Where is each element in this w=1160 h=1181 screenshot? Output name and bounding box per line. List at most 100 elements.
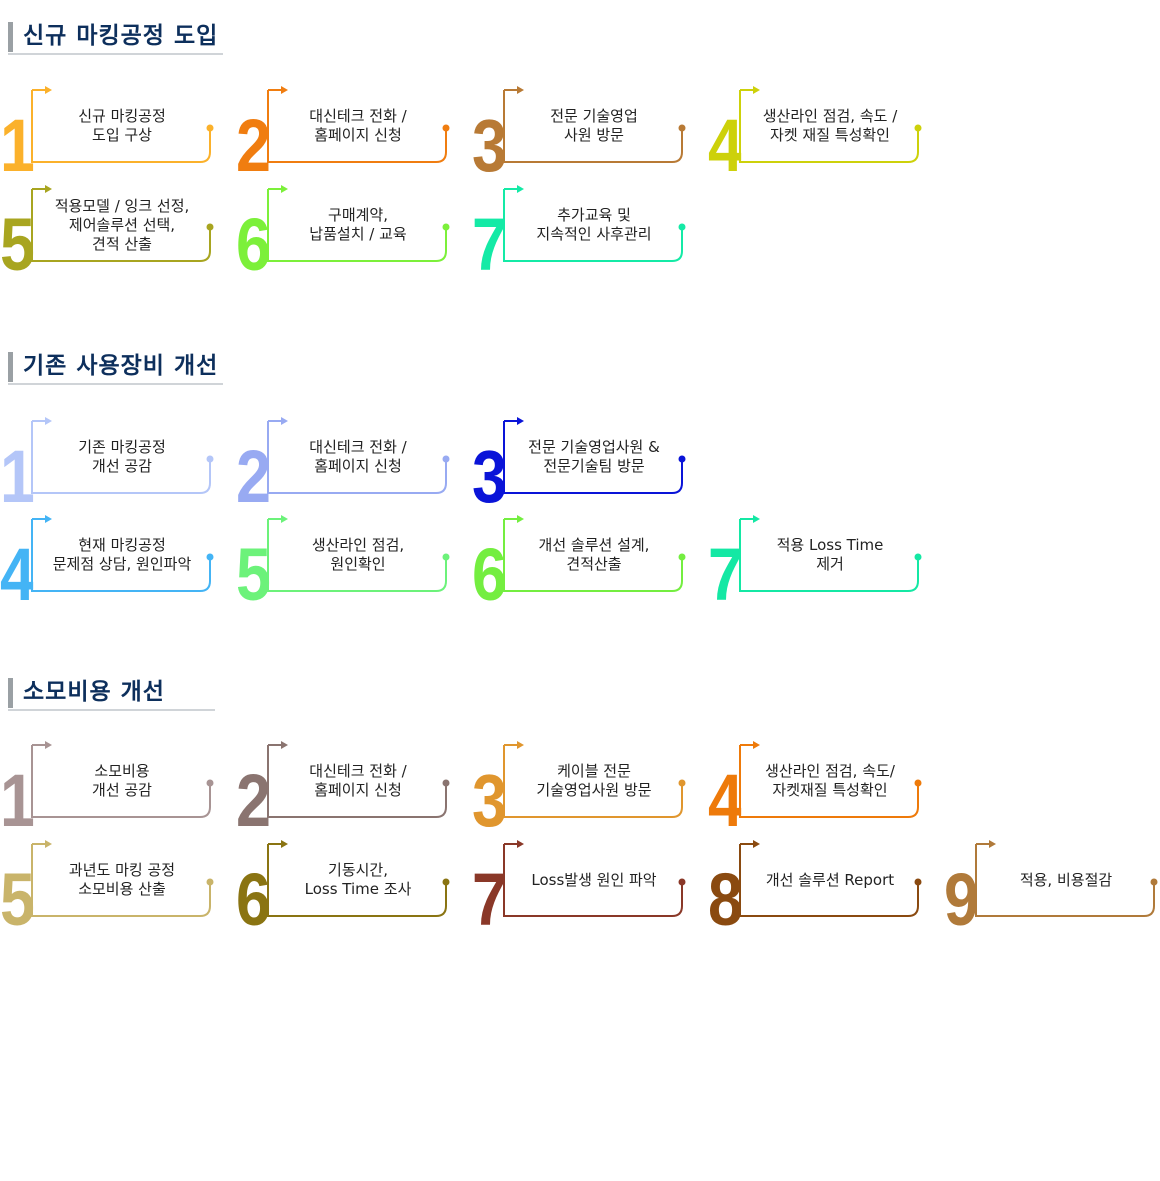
process-step: 2 대신테크 전화 /홈페이지 신청 bbox=[236, 86, 472, 174]
section-title-consumable-cost: 소모비용 개선 bbox=[7, 678, 215, 711]
step-label: 전문 기술영업사원 &전문기술팀 방문 bbox=[510, 433, 678, 481]
step-label-line: 전문기술팀 방문 bbox=[543, 457, 645, 475]
step-label-line: 과년도 마킹 공정 bbox=[68, 861, 176, 879]
step-label-line: 신규 마킹공정 bbox=[78, 107, 166, 125]
step-label: 적용, 비용절감 bbox=[982, 856, 1150, 904]
step-label-line: 대신테크 전화 / bbox=[309, 762, 407, 780]
step-label-line: 적용, 비용절감 bbox=[1019, 870, 1113, 889]
step-connector-icon bbox=[503, 515, 686, 592]
process-step: 6 구매계약,납품설치 / 교육 bbox=[236, 185, 472, 273]
step-label: 개선 솔루션 Report bbox=[746, 856, 914, 904]
process-step: 4 생산라인 점검, 속도/자켓재질 특성확인 bbox=[708, 741, 944, 829]
process-step: 2 대신테크 전화 /홈페이지 신청 bbox=[236, 741, 472, 829]
step-number: 1 bbox=[0, 771, 34, 829]
step-label-line: Loss발생 원인 파악 bbox=[531, 870, 657, 889]
process-step: 6 개선 솔루션 설계,견적산출 bbox=[472, 515, 708, 603]
step-label-line: 적용모델 / 잉크 선정, bbox=[54, 196, 190, 215]
step-number: 6 bbox=[472, 545, 506, 603]
step-label-line: 원인확인 bbox=[330, 555, 386, 573]
step-label-line: 견적산출 bbox=[566, 555, 622, 573]
step-label-line: 견적 산출 bbox=[92, 234, 152, 253]
step-label-line: 전문 기술영업사원 & bbox=[528, 438, 660, 456]
step-label-line: 대신테크 전화 / bbox=[309, 438, 407, 456]
step-connector-icon bbox=[31, 185, 214, 262]
step-label-line: 기존 마킹공정 bbox=[78, 438, 166, 456]
step-label-line: 개선 솔루션 설계, bbox=[538, 536, 650, 554]
step-label-line: 제거 bbox=[816, 555, 844, 573]
step-number: 2 bbox=[236, 116, 270, 174]
step-label-line: 제어솔루션 선택, bbox=[68, 215, 176, 234]
section-title-new-process: 신규 마킹공정 도입 bbox=[8, 22, 224, 55]
step-label-line: 기술영업사원 방문 bbox=[536, 781, 652, 799]
step-connector-icon bbox=[503, 840, 686, 917]
step-number: 7 bbox=[472, 870, 506, 928]
step-label-line: 문제점 상담, 원인파악 bbox=[52, 555, 192, 573]
step-label-line: 생산라인 점검, bbox=[311, 536, 405, 554]
process-step: 7 Loss발생 원인 파악 bbox=[472, 840, 708, 928]
step-label-line: 추가교육 및 bbox=[557, 206, 631, 224]
step-label-line: 개선 솔루션 Report bbox=[765, 870, 895, 889]
step-label: 개선 솔루션 설계,견적산출 bbox=[510, 531, 678, 579]
step-label: 생산라인 점검,원인확인 bbox=[274, 531, 442, 579]
step-connector-icon bbox=[503, 185, 686, 262]
step-number: 1 bbox=[0, 447, 34, 505]
step-connector-icon bbox=[31, 840, 214, 917]
step-label-line: 소모비용 산출 bbox=[78, 880, 166, 898]
step-number: 5 bbox=[236, 545, 270, 603]
step-label: 기동시간,Loss Time 조사 bbox=[274, 856, 442, 904]
section-title-existing-equipment: 기존 사용장비 개선 bbox=[8, 352, 224, 385]
process-step: 8 개선 솔루션 Report bbox=[708, 840, 944, 928]
process-step: 2 대신테크 전화 /홈페이지 신청 bbox=[236, 417, 472, 505]
step-label-line: 홈페이지 신청 bbox=[314, 781, 402, 799]
step-connector-icon bbox=[503, 86, 686, 163]
step-connector-icon bbox=[267, 515, 450, 592]
process-step: 5 생산라인 점검,원인확인 bbox=[236, 515, 472, 603]
step-connector-icon bbox=[739, 86, 922, 163]
step-number: 5 bbox=[0, 870, 34, 928]
step-label: Loss발생 원인 파악 bbox=[510, 856, 678, 904]
step-label-line: 기동시간, bbox=[328, 861, 388, 879]
step-label-line: 지속적인 사후관리 bbox=[536, 225, 652, 243]
step-label: 대신테크 전화 /홈페이지 신청 bbox=[274, 757, 442, 805]
process-step: 4 생산라인 점검, 속도 /자켓 재질 특성확인 bbox=[708, 86, 944, 174]
step-label: 대신테크 전화 /홈페이지 신청 bbox=[274, 433, 442, 481]
step-connector-icon bbox=[503, 417, 686, 494]
step-connector-icon bbox=[267, 417, 450, 494]
step-label-line: 사원 방문 bbox=[564, 126, 624, 144]
step-number: 5 bbox=[0, 215, 34, 273]
step-number: 9 bbox=[944, 870, 978, 928]
step-label-line: 생산라인 점검, 속도/ bbox=[765, 762, 895, 780]
step-label-line: 자켓재질 특성확인 bbox=[772, 781, 888, 799]
step-connector-icon bbox=[31, 741, 214, 818]
step-number: 6 bbox=[236, 870, 270, 928]
step-connector-icon bbox=[31, 417, 214, 494]
step-label-line: 도입 구상 bbox=[92, 126, 152, 144]
step-label-line: 홈페이지 신청 bbox=[314, 126, 402, 144]
step-number: 2 bbox=[236, 771, 270, 829]
step-label-line: 개선 공감 bbox=[92, 781, 152, 799]
step-connector-icon bbox=[739, 741, 922, 818]
step-label-line: 현재 마킹공정 bbox=[78, 536, 166, 554]
process-step: 9 적용, 비용절감 bbox=[944, 840, 1160, 928]
step-number: 1 bbox=[0, 116, 34, 174]
step-connector-icon bbox=[267, 86, 450, 163]
step-number: 4 bbox=[708, 116, 742, 174]
step-label-line: 전문 기술영업 bbox=[550, 107, 638, 125]
step-label-line: 구매계약, bbox=[328, 206, 388, 224]
process-step: 3 전문 기술영업사원 &전문기술팀 방문 bbox=[472, 417, 708, 505]
step-connector-icon bbox=[31, 515, 214, 592]
step-number: 3 bbox=[472, 116, 506, 174]
step-connector-icon bbox=[267, 185, 450, 262]
process-step: 5 적용모델 / 잉크 선정,제어솔루션 선택,견적 산출 bbox=[0, 185, 236, 273]
step-label-line: 소모비용 bbox=[94, 762, 150, 780]
step-number: 7 bbox=[708, 545, 742, 603]
